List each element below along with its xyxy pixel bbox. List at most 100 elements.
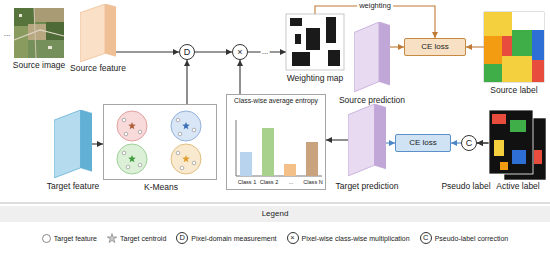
feature-map: Source prediction xyxy=(354,22,390,92)
operator-circle: D xyxy=(179,44,195,60)
connector-arrow xyxy=(195,51,232,52)
label-patch xyxy=(484,12,544,82)
legend-item: Target centroid xyxy=(107,233,166,243)
connector-arrow xyxy=(451,142,461,143)
edge-label: weighting xyxy=(357,2,393,10)
building xyxy=(48,46,52,49)
legend-sample xyxy=(107,233,117,243)
slab-outline xyxy=(80,4,116,62)
operator-circle: C xyxy=(461,135,477,151)
star-symbol xyxy=(107,234,117,243)
label-patch xyxy=(512,30,532,56)
map-blob xyxy=(306,28,320,50)
feature-dot xyxy=(192,128,196,132)
label-patch xyxy=(484,64,502,82)
connector-arrow xyxy=(116,51,179,52)
node-label: Target prediction xyxy=(336,182,399,192)
image-panel: Source label xyxy=(484,12,544,82)
slab-outline xyxy=(54,110,92,178)
slab-side xyxy=(105,4,116,56)
legend-sample xyxy=(42,234,51,243)
slab-outline xyxy=(348,104,386,176)
cluster-box: K-Means xyxy=(103,104,217,180)
connector-arrow xyxy=(186,60,187,104)
label-patch xyxy=(510,120,526,132)
label-patch xyxy=(502,56,532,82)
image-panel: Weighting map xyxy=(286,14,344,70)
image-patch xyxy=(14,26,28,58)
image-patch xyxy=(14,8,64,58)
slab-outline xyxy=(354,22,390,92)
legend-heading-band xyxy=(0,206,550,222)
legend-text: Target feature xyxy=(54,235,97,242)
node-label: K-Means xyxy=(144,183,178,193)
label-patch xyxy=(492,114,506,124)
cluster-circle xyxy=(171,144,201,174)
connector-arrow xyxy=(326,139,348,140)
operator-symbol: D xyxy=(184,47,191,57)
feature-dot xyxy=(178,132,182,136)
label-patch xyxy=(532,60,544,82)
operator-symbol: × xyxy=(237,47,242,57)
legend-sample: D xyxy=(176,232,188,244)
feature-dot xyxy=(126,165,130,169)
bar-chart xyxy=(236,120,322,176)
label-patch xyxy=(512,12,544,30)
satellite-image xyxy=(14,8,64,58)
legend-text: Pixel-domain measurement xyxy=(191,235,276,242)
slab-front xyxy=(54,110,81,178)
building xyxy=(19,14,22,17)
centroid-star xyxy=(182,122,190,129)
label-map-image xyxy=(484,12,544,82)
legend-row: Target feature Target centroid DPixel-doma… xyxy=(0,230,550,246)
label-patch xyxy=(500,162,508,170)
label-patch xyxy=(484,36,502,64)
legend-item: ×Pixel-wise class-wise multiplication xyxy=(287,232,410,244)
chart-box: Class-wise average entropyClass 1Class 2… xyxy=(226,94,326,190)
feature-dot xyxy=(138,163,142,167)
road xyxy=(14,30,64,40)
cluster-circle xyxy=(117,144,147,174)
image-patch xyxy=(34,8,64,22)
slab-side xyxy=(379,22,390,85)
chart-bar xyxy=(262,128,274,176)
centroid-star xyxy=(128,122,136,129)
legend-item: CPseudo-label correction xyxy=(420,232,509,244)
slab-front xyxy=(348,104,375,176)
axis-label: Class 1 xyxy=(238,179,257,185)
legend-sample: C xyxy=(420,232,432,244)
image-panel: Source image xyxy=(14,8,64,58)
map-blob xyxy=(292,52,310,66)
node-label: Source prediction xyxy=(339,96,405,106)
map-blob xyxy=(290,18,302,26)
map-ground xyxy=(286,14,344,70)
operator-symbol: C xyxy=(423,234,428,243)
connector-arrow xyxy=(390,46,404,47)
feature-dot xyxy=(138,130,142,134)
legend-text: Pixel-wise class-wise multiplication xyxy=(302,235,410,242)
node-label: Pseudo label xyxy=(441,182,490,192)
axis-label: Class N xyxy=(303,179,323,185)
node-label: Source feature xyxy=(70,64,126,74)
operator-symbol: C xyxy=(466,138,473,148)
ellipsis-mark: ... xyxy=(261,48,270,57)
feature-dot xyxy=(124,132,128,136)
image-panel: Active label xyxy=(504,118,546,180)
node-label: Source image xyxy=(13,61,65,71)
slab-side xyxy=(375,104,386,169)
connector-arrow xyxy=(466,46,484,47)
legend-item: Target feature xyxy=(42,234,97,243)
map-blob xyxy=(326,17,336,43)
road xyxy=(34,8,36,58)
free-label: ... xyxy=(4,30,11,39)
free-label: Legend xyxy=(262,210,289,219)
loss-box: CE loss xyxy=(404,38,466,56)
image-patch xyxy=(14,8,34,26)
chart-axis xyxy=(236,120,322,176)
slab-side xyxy=(81,110,92,171)
chart-bar xyxy=(284,164,296,176)
cluster-circle xyxy=(117,111,147,141)
feature-dot xyxy=(122,151,126,155)
